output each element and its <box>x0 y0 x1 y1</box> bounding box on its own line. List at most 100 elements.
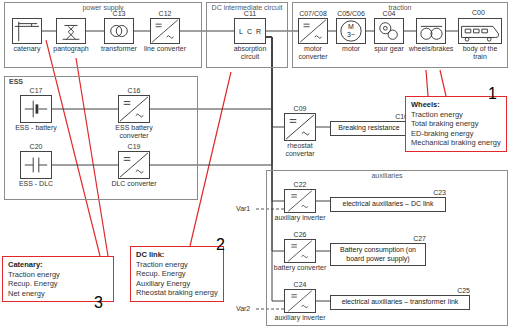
component-name: spur gear <box>372 45 406 53</box>
component-label: Battery consumption (on board power supp… <box>334 246 422 263</box>
callout-item: Recup. Energy <box>8 279 108 289</box>
motor-symbol: C05/C06M3~motor <box>336 9 366 53</box>
leader-line <box>46 40 100 256</box>
load-box: C25electrical auxiliaries – transformer … <box>330 286 470 310</box>
callout-number: 1 <box>488 85 508 105</box>
callout-box: DC link:Traction energyRecup. EnergyAuxi… <box>130 246 224 302</box>
power-wire <box>266 37 284 301</box>
variant-line <box>256 209 284 210</box>
transformer-symbol: C13transformer <box>97 9 141 53</box>
symbol-letter: L <box>239 28 243 35</box>
symbol-drawing <box>119 152 149 178</box>
power-wire <box>180 31 234 32</box>
wheel-symbol: wheels/brakes <box>408 9 454 53</box>
symbol-drawing <box>119 96 149 122</box>
callout-heading: DC link: <box>136 250 218 260</box>
symbol-drawing <box>375 19 403 43</box>
symbol-letter: C <box>247 28 252 35</box>
symbol-drawing <box>285 190 315 212</box>
symbol-text <box>57 19 85 43</box>
inverter-symbol: C22auxiliary inverter <box>268 180 332 222</box>
converter-symbol: C26battery converter <box>268 230 332 272</box>
power-wire <box>404 31 416 32</box>
group-title: ESS <box>5 77 197 86</box>
component-code: C19 <box>102 142 166 151</box>
symbol-text <box>417 19 445 43</box>
ess-group: ESSC17ESS - batteryC16ESS battery conver… <box>4 76 198 200</box>
callout-item: Traction energy <box>136 260 218 270</box>
symbol-text <box>21 152 51 178</box>
callout-item: ED-braking energy <box>411 129 501 139</box>
component-name: motor <box>336 45 366 53</box>
pantograph-symbol: pantograph <box>49 9 93 53</box>
component-frame <box>458 18 502 44</box>
component-frame <box>150 18 180 44</box>
symbol-text <box>151 19 179 43</box>
group-band: DC intermediate circuitC11LCRabsorption … <box>206 2 288 68</box>
component-code: C25 <box>330 286 470 295</box>
callout-item: Auxiliary Energy <box>136 279 218 289</box>
symbol-drawing <box>459 19 501 43</box>
callout-box: Wheels:Traction energyTotal braking ener… <box>405 96 507 152</box>
component-box: electrical auxiliaries – DC link <box>330 197 446 212</box>
component-name: transformer <box>97 45 141 53</box>
component-frame: LCR <box>234 18 266 44</box>
component-box: electrical auxiliaries – transformer lin… <box>330 295 470 310</box>
power-wire <box>316 127 330 128</box>
symbol-letter: M <box>348 23 354 31</box>
symbol-letter: R <box>256 28 261 35</box>
component-code: C16 <box>102 86 166 95</box>
capacitor-symbol: C20ESS - DLC <box>8 142 64 188</box>
component-code: C20 <box>8 142 64 151</box>
group-band: power supplycatenarypantographC13transfo… <box>4 2 202 68</box>
leader-line <box>190 72 231 246</box>
callout-item: Net energy <box>8 289 108 299</box>
symbol-text <box>21 96 51 122</box>
component-name: auxiliary inverter <box>268 314 332 322</box>
symbol-drawing <box>57 19 85 43</box>
converter-symbol: C16ESS battery converter <box>102 86 166 140</box>
component-box: Battery consumption (on board power supp… <box>330 243 426 266</box>
symbol-drawing <box>417 19 445 43</box>
component-code: C23 <box>330 188 446 197</box>
symbol-text <box>299 19 327 43</box>
callout-item: Rheostat braking energy <box>136 288 218 298</box>
component-frame <box>104 18 134 44</box>
variant-label: Var2 <box>236 305 250 313</box>
component-code: C12 <box>142 9 188 18</box>
component-code: C11 <box>232 9 268 18</box>
power-wire <box>52 109 118 110</box>
callout-number: 1 <box>488 85 508 103</box>
component-frame <box>416 18 446 44</box>
component-frame <box>284 113 316 141</box>
component-frame <box>20 95 52 123</box>
component-code: C04 <box>372 9 406 18</box>
component-name: ESS - DLC <box>8 180 64 188</box>
component-frame <box>374 18 404 44</box>
component-frame <box>20 151 52 179</box>
symbol-text <box>285 290 315 312</box>
component-name: ESS - battery <box>8 124 64 132</box>
symbol-letter: 3~ <box>347 31 355 39</box>
power-wire <box>316 301 330 302</box>
component-name: catenary <box>5 45 49 53</box>
callout-number: 2 <box>216 236 236 256</box>
component-name: line converter <box>142 45 188 53</box>
component-name: absorption circuit <box>232 45 268 61</box>
component-frame <box>284 189 316 213</box>
component-name: body of the train <box>457 45 503 61</box>
callout-item: Total braking energy <box>411 119 501 129</box>
converter-symbol: C12 line converter <box>142 9 188 53</box>
component-frame <box>298 18 328 44</box>
component-name: auxiliary inverter <box>268 214 332 222</box>
component-frame <box>284 239 316 263</box>
power-wire <box>316 251 330 252</box>
power-wire <box>328 31 336 32</box>
power-wire <box>42 31 56 32</box>
symbol-text <box>285 190 315 212</box>
component-code: C09 <box>272 104 328 113</box>
symbol-text <box>285 240 315 262</box>
absorption-circuit: C11LCRabsorption circuit <box>232 9 268 61</box>
power-wire <box>446 31 458 32</box>
power-wire <box>134 31 150 32</box>
